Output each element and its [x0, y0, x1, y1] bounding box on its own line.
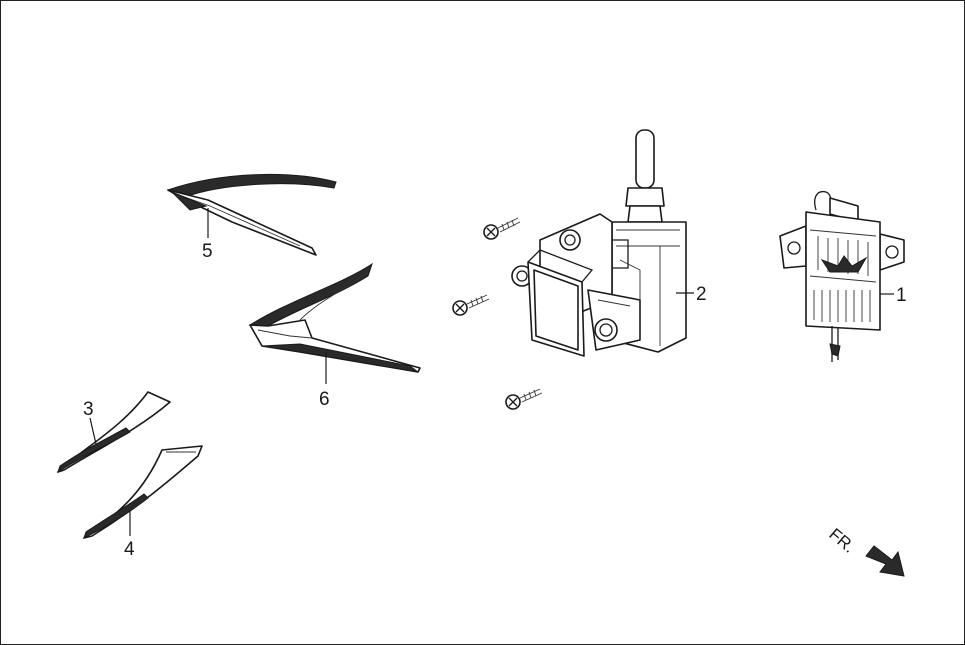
callout-1: 1 [896, 285, 907, 306]
callout-2: 2 [696, 284, 707, 305]
part-2-actuator-unit[interactable] [511, 129, 687, 357]
screw-upper[interactable] [483, 217, 521, 240]
callout-3: 3 [83, 399, 94, 420]
screw-middle[interactable] [452, 294, 490, 316]
part-1-control-module[interactable] [779, 190, 905, 362]
screw-lower[interactable] [505, 388, 543, 410]
part-4-trim-piece[interactable] [83, 445, 203, 539]
front-direction-arrow-icon [865, 545, 905, 577]
part-6-trim-panel[interactable] [248, 262, 421, 373]
leader-line-3 [89, 417, 97, 445]
part-3-trim-piece[interactable] [57, 391, 171, 474]
callout-6: 6 [319, 389, 330, 410]
callout-4: 4 [124, 539, 135, 560]
part-5-trim-strip[interactable] [166, 173, 337, 256]
front-direction-label: FR. [825, 525, 858, 557]
callout-5: 5 [202, 241, 213, 262]
